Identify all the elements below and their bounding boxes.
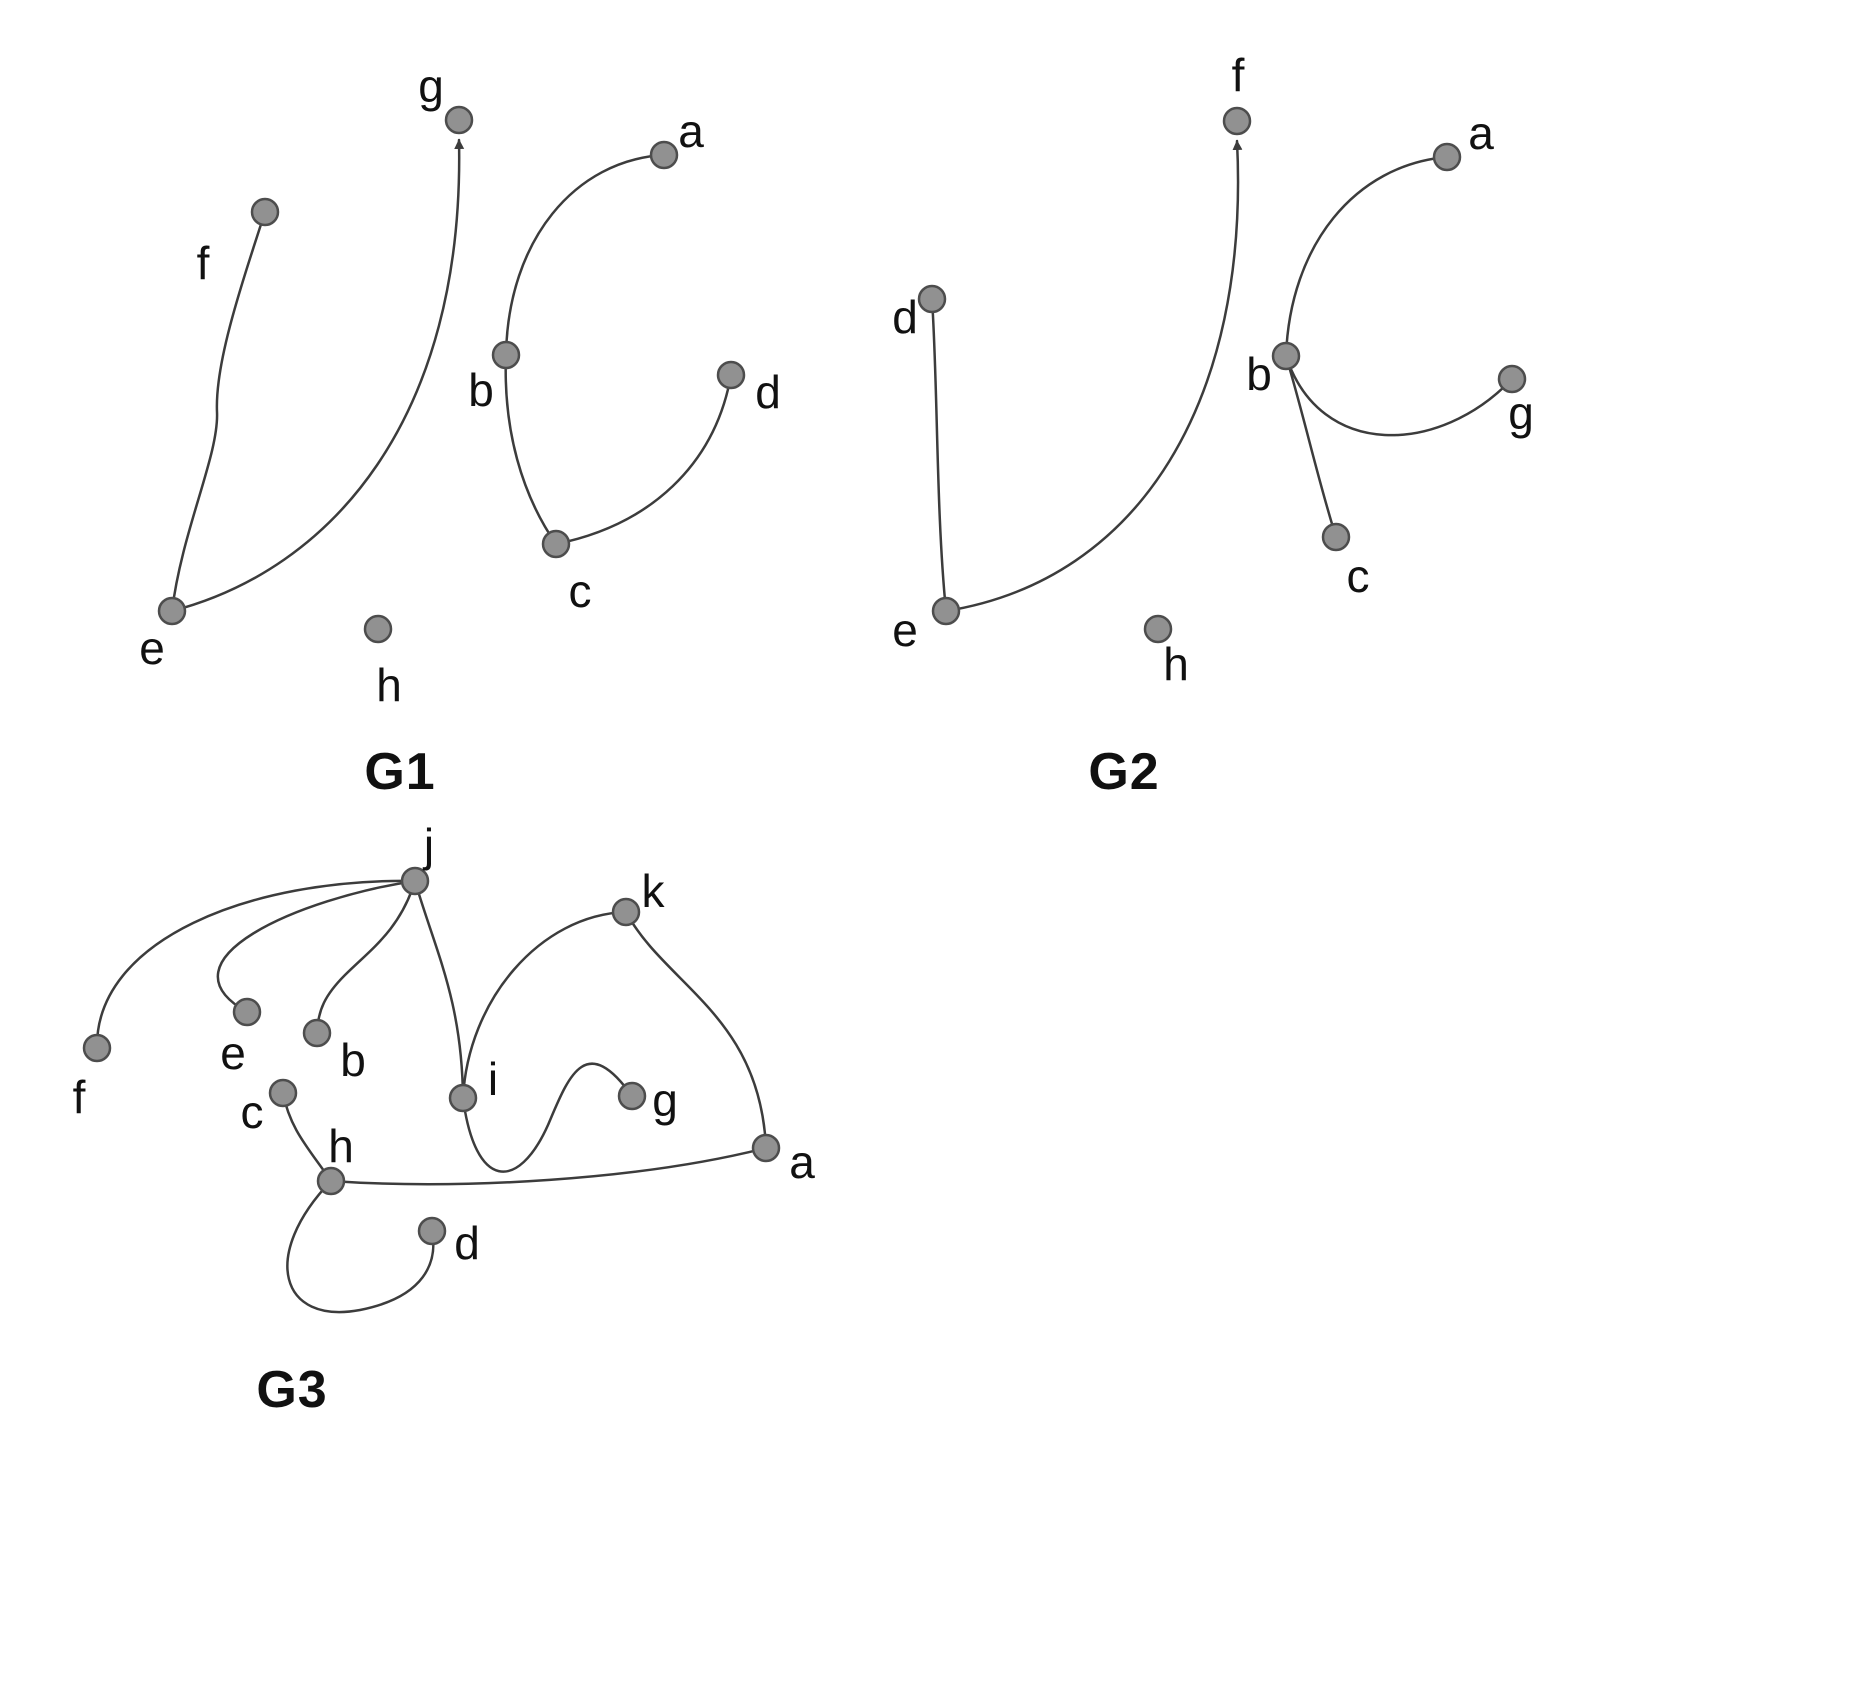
- node-label-g3-k: k: [642, 865, 666, 917]
- node-label-g1-c: c: [569, 565, 592, 617]
- node-g1-c: [541, 529, 571, 559]
- node-label-g3-j: j: [422, 819, 434, 871]
- node-g3-g: [617, 1081, 647, 1111]
- node-label-g3-e: e: [220, 1027, 246, 1079]
- node-label-g1-b: b: [468, 364, 494, 416]
- edge-g3-f-j: [95, 879, 417, 1050]
- node-label-g2-f: f: [1232, 49, 1245, 101]
- edge-g3-i-k: [461, 910, 628, 1100]
- node-label-g2-e: e: [892, 604, 918, 656]
- node-g2-f: [1222, 106, 1252, 136]
- node-label-g2-h: h: [1163, 638, 1189, 690]
- node-g2-c: [1321, 522, 1351, 552]
- node-g3-c: [268, 1078, 298, 1108]
- edge-g3-h-d: [286, 1179, 435, 1314]
- node-g1-b: [491, 340, 521, 370]
- node-label-g1-d: d: [755, 366, 781, 418]
- node-g3-d: [417, 1216, 447, 1246]
- node-g2-a: [1432, 142, 1462, 172]
- node-label-g3-i: i: [488, 1053, 498, 1105]
- node-label-g3-h: h: [328, 1120, 354, 1172]
- edge-g3-j-e: [216, 879, 417, 1014]
- graph-title-g3: G3: [256, 1361, 328, 1419]
- node-g1-a: [649, 140, 679, 170]
- edge-g1-e-g: [170, 138, 465, 613]
- edge-g3-j-i: [413, 879, 465, 1100]
- node-label-g1-e: e: [139, 622, 165, 674]
- node-g1-f: [250, 197, 280, 227]
- node-g2-e: [931, 596, 961, 626]
- node-g1-e: [157, 596, 187, 626]
- node-g1-h: [363, 614, 393, 644]
- edge-g3-j-b: [315, 879, 417, 1035]
- graph-title-g2: G2: [1088, 743, 1160, 801]
- graph-title-g1: G1: [364, 743, 436, 801]
- node-label-g1-h: h: [376, 659, 402, 711]
- node-g2-b: [1271, 341, 1301, 371]
- edge-g1-a-b: [504, 153, 666, 357]
- node-label-g3-a: a: [789, 1136, 815, 1188]
- edge-g2-b-c: [1284, 354, 1338, 539]
- node-label-g2-d: d: [892, 291, 918, 343]
- graph-g1: g f a b d c e h: [139, 60, 781, 711]
- node-label-g1-g: g: [418, 60, 444, 112]
- node-label-g3-g: g: [652, 1074, 678, 1126]
- node-g3-a: [751, 1133, 781, 1163]
- node-label-g3-f: f: [73, 1071, 86, 1123]
- edge-g2-a-b: [1284, 155, 1449, 358]
- graph-g3: j k f e b c i g a h d: [73, 819, 815, 1314]
- edge-g2-d-e: [930, 297, 948, 613]
- node-label-g2-a: a: [1468, 107, 1494, 159]
- node-label-g3-b: b: [340, 1034, 366, 1086]
- edge-g3-a-h: [329, 1146, 768, 1186]
- node-g3-f: [82, 1033, 112, 1063]
- node-label-g2-c: c: [1347, 550, 1370, 602]
- node-label-g2-g: g: [1508, 387, 1534, 439]
- node-label-g1-a: a: [678, 105, 704, 157]
- node-g3-e: [232, 997, 262, 1027]
- node-g3-h: [316, 1166, 346, 1196]
- edge-g2-e-f: [944, 139, 1243, 613]
- node-g3-k: [611, 897, 641, 927]
- edge-g3-i-g: [461, 1062, 634, 1173]
- node-g1-g: [444, 105, 474, 135]
- edge-g1-f-e: [170, 210, 267, 613]
- edge-g3-c-h: [281, 1091, 333, 1183]
- node-label-g3-c: c: [241, 1086, 264, 1138]
- edge-g3-k-a: [624, 910, 768, 1150]
- node-label-g2-b: b: [1246, 348, 1272, 400]
- edge-g1-c-d: [554, 373, 733, 546]
- node-label-g1-f: f: [197, 237, 210, 289]
- node-g2-g: [1497, 364, 1527, 394]
- node-g3-j: [400, 866, 430, 896]
- node-g3-b: [302, 1018, 332, 1048]
- node-label-g3-d: d: [454, 1217, 480, 1269]
- edge-g1-b-c: [504, 353, 558, 546]
- node-g3-i: [448, 1083, 478, 1113]
- node-g2-d: [917, 284, 947, 314]
- graph-g2: f a d b g c e h: [892, 49, 1534, 690]
- node-g1-d: [716, 360, 746, 390]
- edge-g2-b-g: [1284, 354, 1514, 437]
- node-g2-h: [1143, 614, 1173, 644]
